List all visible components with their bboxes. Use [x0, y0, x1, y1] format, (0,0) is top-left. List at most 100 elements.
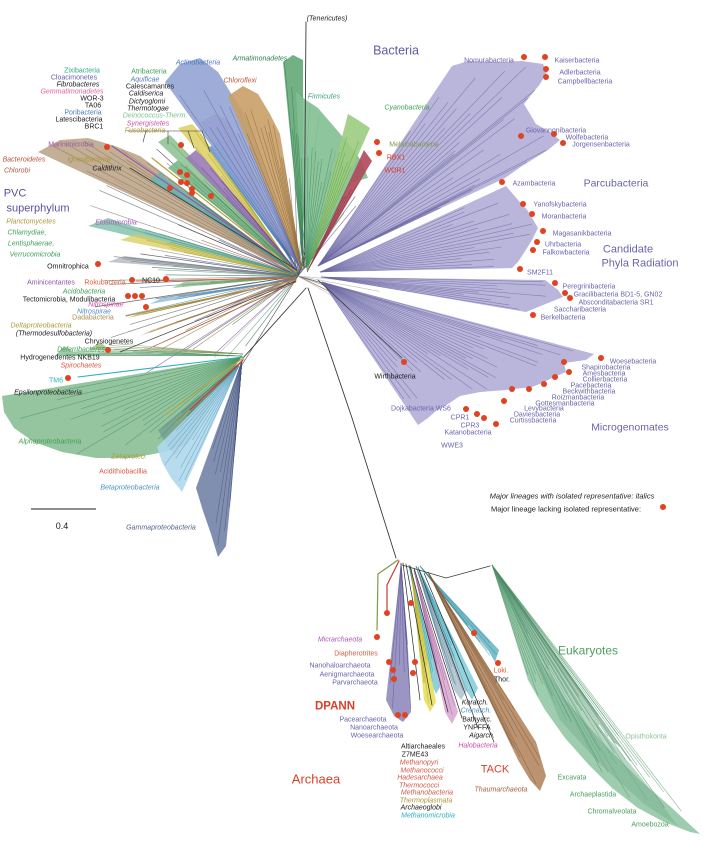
lineage-dot	[376, 150, 382, 156]
wedge-streak	[301, 158, 307, 269]
wedge-streak	[81, 356, 242, 410]
wedge-streak	[189, 183, 297, 272]
label-altiarchaeales: Altiarchaeales	[401, 743, 445, 750]
wedge-streak	[219, 105, 301, 269]
wedge-streak	[317, 135, 544, 267]
wedge-streak	[124, 256, 296, 277]
lineage-dot	[542, 54, 548, 60]
wedge-streak	[212, 359, 243, 449]
lineage-dot	[521, 54, 527, 60]
label-major-lineages-with-isolated-representative-italics: Major lineages with isolated representat…	[490, 491, 655, 500]
lineage-dot	[410, 670, 416, 676]
label-absconditabacteria-sr1: Absconditabacteria SR1	[578, 299, 653, 306]
wedge-streak	[319, 234, 530, 273]
wedge-streak	[317, 108, 457, 267]
label-chrysiogenetes: Chrysiogenetes	[85, 338, 134, 345]
lineage-dot	[471, 630, 477, 636]
wedge-streak	[284, 61, 304, 267]
thin-branch	[125, 275, 299, 316]
wedge-streak	[317, 153, 501, 267]
label-wor1: WOR1	[385, 167, 406, 174]
label-beckwithbacteria: Beckwithbacteria	[563, 388, 616, 395]
wedge-streak	[320, 276, 546, 297]
wedge-streak	[238, 359, 243, 400]
wedge-streak	[389, 562, 402, 684]
wedge-streak	[52, 145, 297, 273]
label-tenericutes: (Tenericutes)	[307, 15, 348, 22]
lineage-dot	[598, 355, 604, 361]
wedge-streak	[321, 281, 503, 340]
wedge-streak	[282, 158, 303, 271]
ignavibacteria-branch	[151, 157, 297, 273]
lineage-dot	[509, 386, 515, 392]
wedge-streak	[491, 564, 529, 675]
label-nitrospinae: Nitrospinae	[88, 301, 124, 308]
wedge-streak	[101, 356, 242, 427]
wedge-streak	[427, 571, 521, 757]
wedge-streak	[321, 281, 398, 368]
label-azambacteria: Azambacteria	[513, 180, 556, 187]
label-deferribacteres: Deferribacteres	[57, 346, 105, 353]
lineage-dot	[184, 180, 190, 186]
label-methanopyri: Methanopyri	[400, 759, 439, 766]
lineage-dot	[463, 406, 469, 412]
dadabacteria-branch	[125, 279, 297, 317]
lineage-dot	[401, 359, 407, 365]
wedge-streak	[166, 242, 295, 276]
label-omnitrophica: Omnitrophica	[47, 263, 89, 270]
wedge-streak	[413, 569, 455, 706]
wedge-streak	[140, 349, 244, 355]
wedge-betaproteobacteria	[157, 366, 239, 492]
wedge-streak	[321, 281, 543, 355]
label-uhrbacteria: Uhrbacteria	[545, 241, 581, 248]
wedge-streak	[267, 119, 303, 271]
label-archaeplastida: Archaeplastida	[570, 791, 616, 798]
proteobacteria-trunk	[242, 287, 307, 359]
wedge-streak	[317, 127, 446, 267]
wedge-streak	[491, 564, 650, 778]
wedge-streak	[171, 192, 296, 273]
wedge-streak	[244, 112, 303, 271]
thin-branch	[240, 275, 299, 367]
lineage-dot	[518, 133, 524, 139]
label-moranbacteria: Moranbacteria	[542, 213, 587, 220]
label-wor-3: WOR-3	[80, 95, 103, 102]
wedge-streak	[227, 172, 298, 269]
wedge-streak	[427, 571, 517, 737]
label-cpr1: CPR1	[451, 414, 470, 421]
wedge-streak	[321, 281, 485, 350]
wedge-streak	[427, 571, 537, 785]
wedge-streak	[321, 281, 489, 378]
label-methanomicrobia: Methanomicrobia	[401, 812, 455, 819]
lineage-dot	[529, 211, 535, 217]
wedge-streak	[321, 281, 469, 370]
wedge-streak	[321, 281, 418, 399]
wedge-streak	[167, 365, 240, 447]
wedge-streak	[306, 184, 358, 273]
wedge-streak	[317, 118, 515, 267]
label-pacebacteria: Pacebacteria	[571, 382, 612, 389]
wedge-streak	[57, 356, 242, 401]
lineage-dot	[95, 261, 101, 267]
wedge-cpr-mid-1	[320, 186, 538, 272]
label-pacearchaeota: Pacearchaeota	[339, 716, 386, 723]
label-dpann: DPANN	[315, 700, 355, 712]
wedge-streak	[321, 281, 473, 359]
label-chloroflexi: Chloroflexi	[223, 77, 257, 84]
wedge-streak	[493, 567, 572, 723]
wedge-streak	[319, 232, 514, 273]
wedge-streak	[211, 191, 297, 272]
thin-branch	[164, 255, 299, 277]
wedge-streak	[493, 567, 583, 712]
wedge-streak	[317, 142, 460, 267]
label-excavata: Excavata	[558, 774, 587, 781]
wedge-streak	[491, 564, 537, 675]
wedge-mid-blue	[208, 142, 297, 268]
label-wirthbacteria: Wirthbacteria	[374, 373, 415, 380]
wedge-streak	[427, 571, 541, 759]
wedge-streak	[76, 356, 242, 455]
label-woesebacteria: Woesebacteria	[610, 358, 657, 365]
wedge-streak	[321, 281, 574, 352]
wedge-streak	[317, 97, 503, 267]
lineage-dot	[391, 676, 397, 682]
